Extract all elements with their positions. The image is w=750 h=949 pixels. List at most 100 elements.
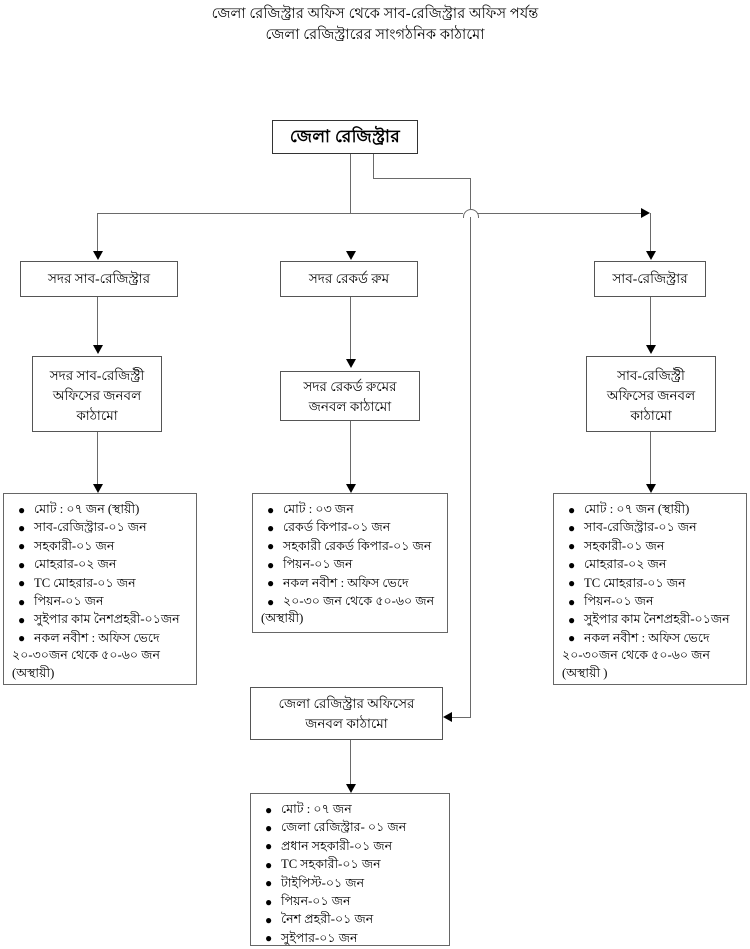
connector-l3-list-left [97,432,98,484]
node-sadar-sub-registry-line-2: অফিসের জনবল [52,388,142,403]
bullet-icon: ● [267,576,275,591]
bullet-icon: ● [18,576,26,591]
list-item-continuation: (অস্থায়ী) [261,611,304,626]
bullet-icon: ● [265,931,273,946]
node-sadar-sub-registrar-label: সদর সাব-রেজিস্ট্রার [47,271,151,286]
list-item-text: জেলা রেজিস্ট্রার- ০১ জন [281,820,407,835]
list-item: ● মোহরার-০২ জন [18,556,190,573]
list-item: ●রেকর্ড কিপার-০১ জন [267,519,441,536]
connector-bus-drop-left [97,213,98,251]
arrow-to-sub-registrar-icon [646,251,656,260]
connector-root-down-right-stub [373,154,374,178]
arrow-into-dr-office-icon [443,712,452,722]
connector-root-right-run [373,178,470,179]
list-item-text: পিয়ন-০১ জন [281,894,351,909]
node-sadar-sub-registry-line-1: সদর সাব-রেজিস্ট্রী [49,368,145,383]
list-item-text: নকল নবীশ : অফিস ভেদে [584,630,710,645]
connector-l3-list-middle [350,421,351,484]
node-sub-registrar[interactable]: সাব-রেজিস্ট্রার [594,261,706,297]
bullet-icon: ● [18,631,26,646]
node-sadar-sub-registrar[interactable]: সদর সাব-রেজিস্ট্রার [20,261,178,297]
list-item-text: ২০-৩০ জন থেকে ৫০-৬০ জন [283,594,435,609]
list-item: ●নকল নবীশ : অফিস ভেদে২০-৩০জন থেকে ৫০-৬০ … [562,630,740,682]
list-item-text: সহকারী রেকর্ড কিপার-০১ জন [283,538,432,553]
list-item-text: মোহরার-০২ জন [584,557,667,572]
bullet-icon: ● [265,894,273,909]
chart-title-line-2: জেলা রেজিস্ট্রারের সাংগঠনিক কাঠামো [265,27,485,43]
list-sadar-record-room-staff: ●মোট : ০৩ জন ●রেকর্ড কিপার-০১ জন ● সহকারী… [252,493,448,633]
bullet-icon: ● [265,857,273,872]
list-item-text: সাব-রেজিস্ট্রার-০১ জন [34,520,147,535]
chart-title-line-1: জেলা রেজিস্ট্রার অফিস থেকে সাব-রেজিস্ট্র… [211,6,539,22]
bullet-icon: ● [568,520,576,535]
node-sadar-record-room-label: সদর রেকর্ড রুম [308,271,390,286]
list-item: ●পিয়ন-০১ জন [18,593,190,610]
connector-bus-left [97,213,463,214]
node-dr-office-structure[interactable]: জেলা রেজিস্ট্রার অফিসের জনবল কাঠামো [250,687,443,740]
connector-l2-l3-left [97,297,98,345]
bullet-icon: ● [265,912,273,927]
list-item: ● সহকারী রেকর্ড কিপার-০১ জন [267,538,441,555]
list-item-text: সহকারী-০১ জন [34,538,115,553]
list-item: ● পিয়ন-০১ জন [265,893,443,910]
list-item-text: TC মোহরার-০১ জন [584,575,686,590]
arrow-to-sadar-sub-registry-box-icon [93,345,103,354]
arrow-bus-right-icon [641,208,650,218]
bullet-icon: ● [267,557,275,572]
list-dr-office-staff: ●মোট : ০৭ জন ●জেলা রেজিস্ট্রার- ০১ জন ●প… [250,793,450,946]
node-sub-registry-line-3: কাঠামো [630,408,672,423]
node-sadar-record-room-structure-line-1: সদর রেকর্ড রুমের [303,379,397,394]
connector-into-dr-office [452,717,471,718]
node-sub-registrar-label: সাব-রেজিস্ট্রার [612,271,688,286]
node-sadar-record-room[interactable]: সদর রেকর্ড রুম [280,261,418,297]
list-item-text: নৈশ প্রহরী-০১ জন [281,912,374,927]
bullet-icon: ● [18,612,26,627]
node-dr-office-line-1: জেলা রেজিস্ট্রার অফিসের [278,696,415,711]
arrow-to-dr-office-list-icon [346,784,356,793]
bullet-icon: ● [18,502,26,517]
bullet-icon: ● [265,802,273,817]
bullet-icon: ● [265,820,273,835]
node-district-registrar[interactable]: জেলা রেজিস্ট্রার [272,120,418,154]
list-item: ●মোট : ০৩ জন [267,501,441,518]
list-item: ●সুইপার কাম নৈশপ্রহরী-০১জন [568,611,740,628]
bullet-icon: ● [568,612,576,627]
list-item-text: প্রধান সহকারী-০১ জন [281,838,393,853]
list-item-text: সাব-রেজিস্ট্রার-০১ জন [584,520,697,535]
bullet-icon: ● [267,539,275,554]
bullet-icon: ● [18,557,26,572]
list-item: ●সহকারী-০১ জন [568,538,740,555]
bullet-icon: ● [18,520,26,535]
bullet-icon: ● [568,539,576,554]
list-item-continuation: ২০-৩০জন থেকে ৫০-৬০ জন (অস্থায়ী) [12,648,161,680]
bullet-icon: ● [265,839,273,854]
connector-root-down-middle [350,154,351,214]
chart-title: জেলা রেজিস্ট্রার অফিস থেকে সাব-রেজিস্ট্র… [0,4,750,46]
list-sadar-record-room-items: ●মোট : ০৩ জন ●রেকর্ড কিপার-০১ জন ● সহকারী… [257,501,441,628]
list-dr-office-items: ●মোট : ০৭ জন ●জেলা রেজিস্ট্রার- ০১ জন ●প… [255,801,443,947]
connector-l3-list-right [650,432,651,484]
list-item: ● TC মোহরার-০১ জন [18,575,190,592]
node-sadar-sub-registry-office-structure[interactable]: সদর সাব-রেজিস্ট্রী অফিসের জনবল কাঠামো [32,356,162,432]
node-sadar-record-room-structure[interactable]: সদর রেকর্ড রুমের জনবল কাঠামো [280,371,420,421]
list-item-text: মোহরার-০২ জন [34,557,117,572]
bullet-icon: ● [568,502,576,517]
list-item-text: TC মোহরার-০১ জন [34,575,136,590]
list-item: ● নৈশ প্রহরী-০১ জন [265,911,443,928]
bullet-icon: ● [18,539,26,554]
connector-right-branch-upper [470,178,471,209]
bullet-icon: ● [568,576,576,591]
connector-dr-office-to-list [350,740,351,784]
node-sub-registry-line-2: অফিসের জনবল [606,388,696,403]
node-sub-registry-office-structure[interactable]: সাব-রেজিস্ট্রী অফিসের জনবল কাঠামো [586,356,716,432]
list-item-text: মোট : ০৭ জন (স্থায়ী) [584,502,690,516]
bullet-icon: ● [568,631,576,646]
list-item: ● মোট : ০৭ জন (স্থায়ী) [18,501,190,518]
list-item: ●২০-৩০ জন থেকে ৫০-৬০ জন(অস্থায়ী) [261,593,441,628]
list-item-text: মোট : ০৭ জন (স্থায়ী) [34,502,140,516]
bullet-icon: ● [267,520,275,535]
list-item-text: টাইপিস্ট-০১ জন [281,875,365,890]
node-sub-registry-line-1: সাব-রেজিস্ট্রী [617,368,685,383]
node-district-registrar-label: জেলা রেজিস্ট্রার [289,127,401,146]
